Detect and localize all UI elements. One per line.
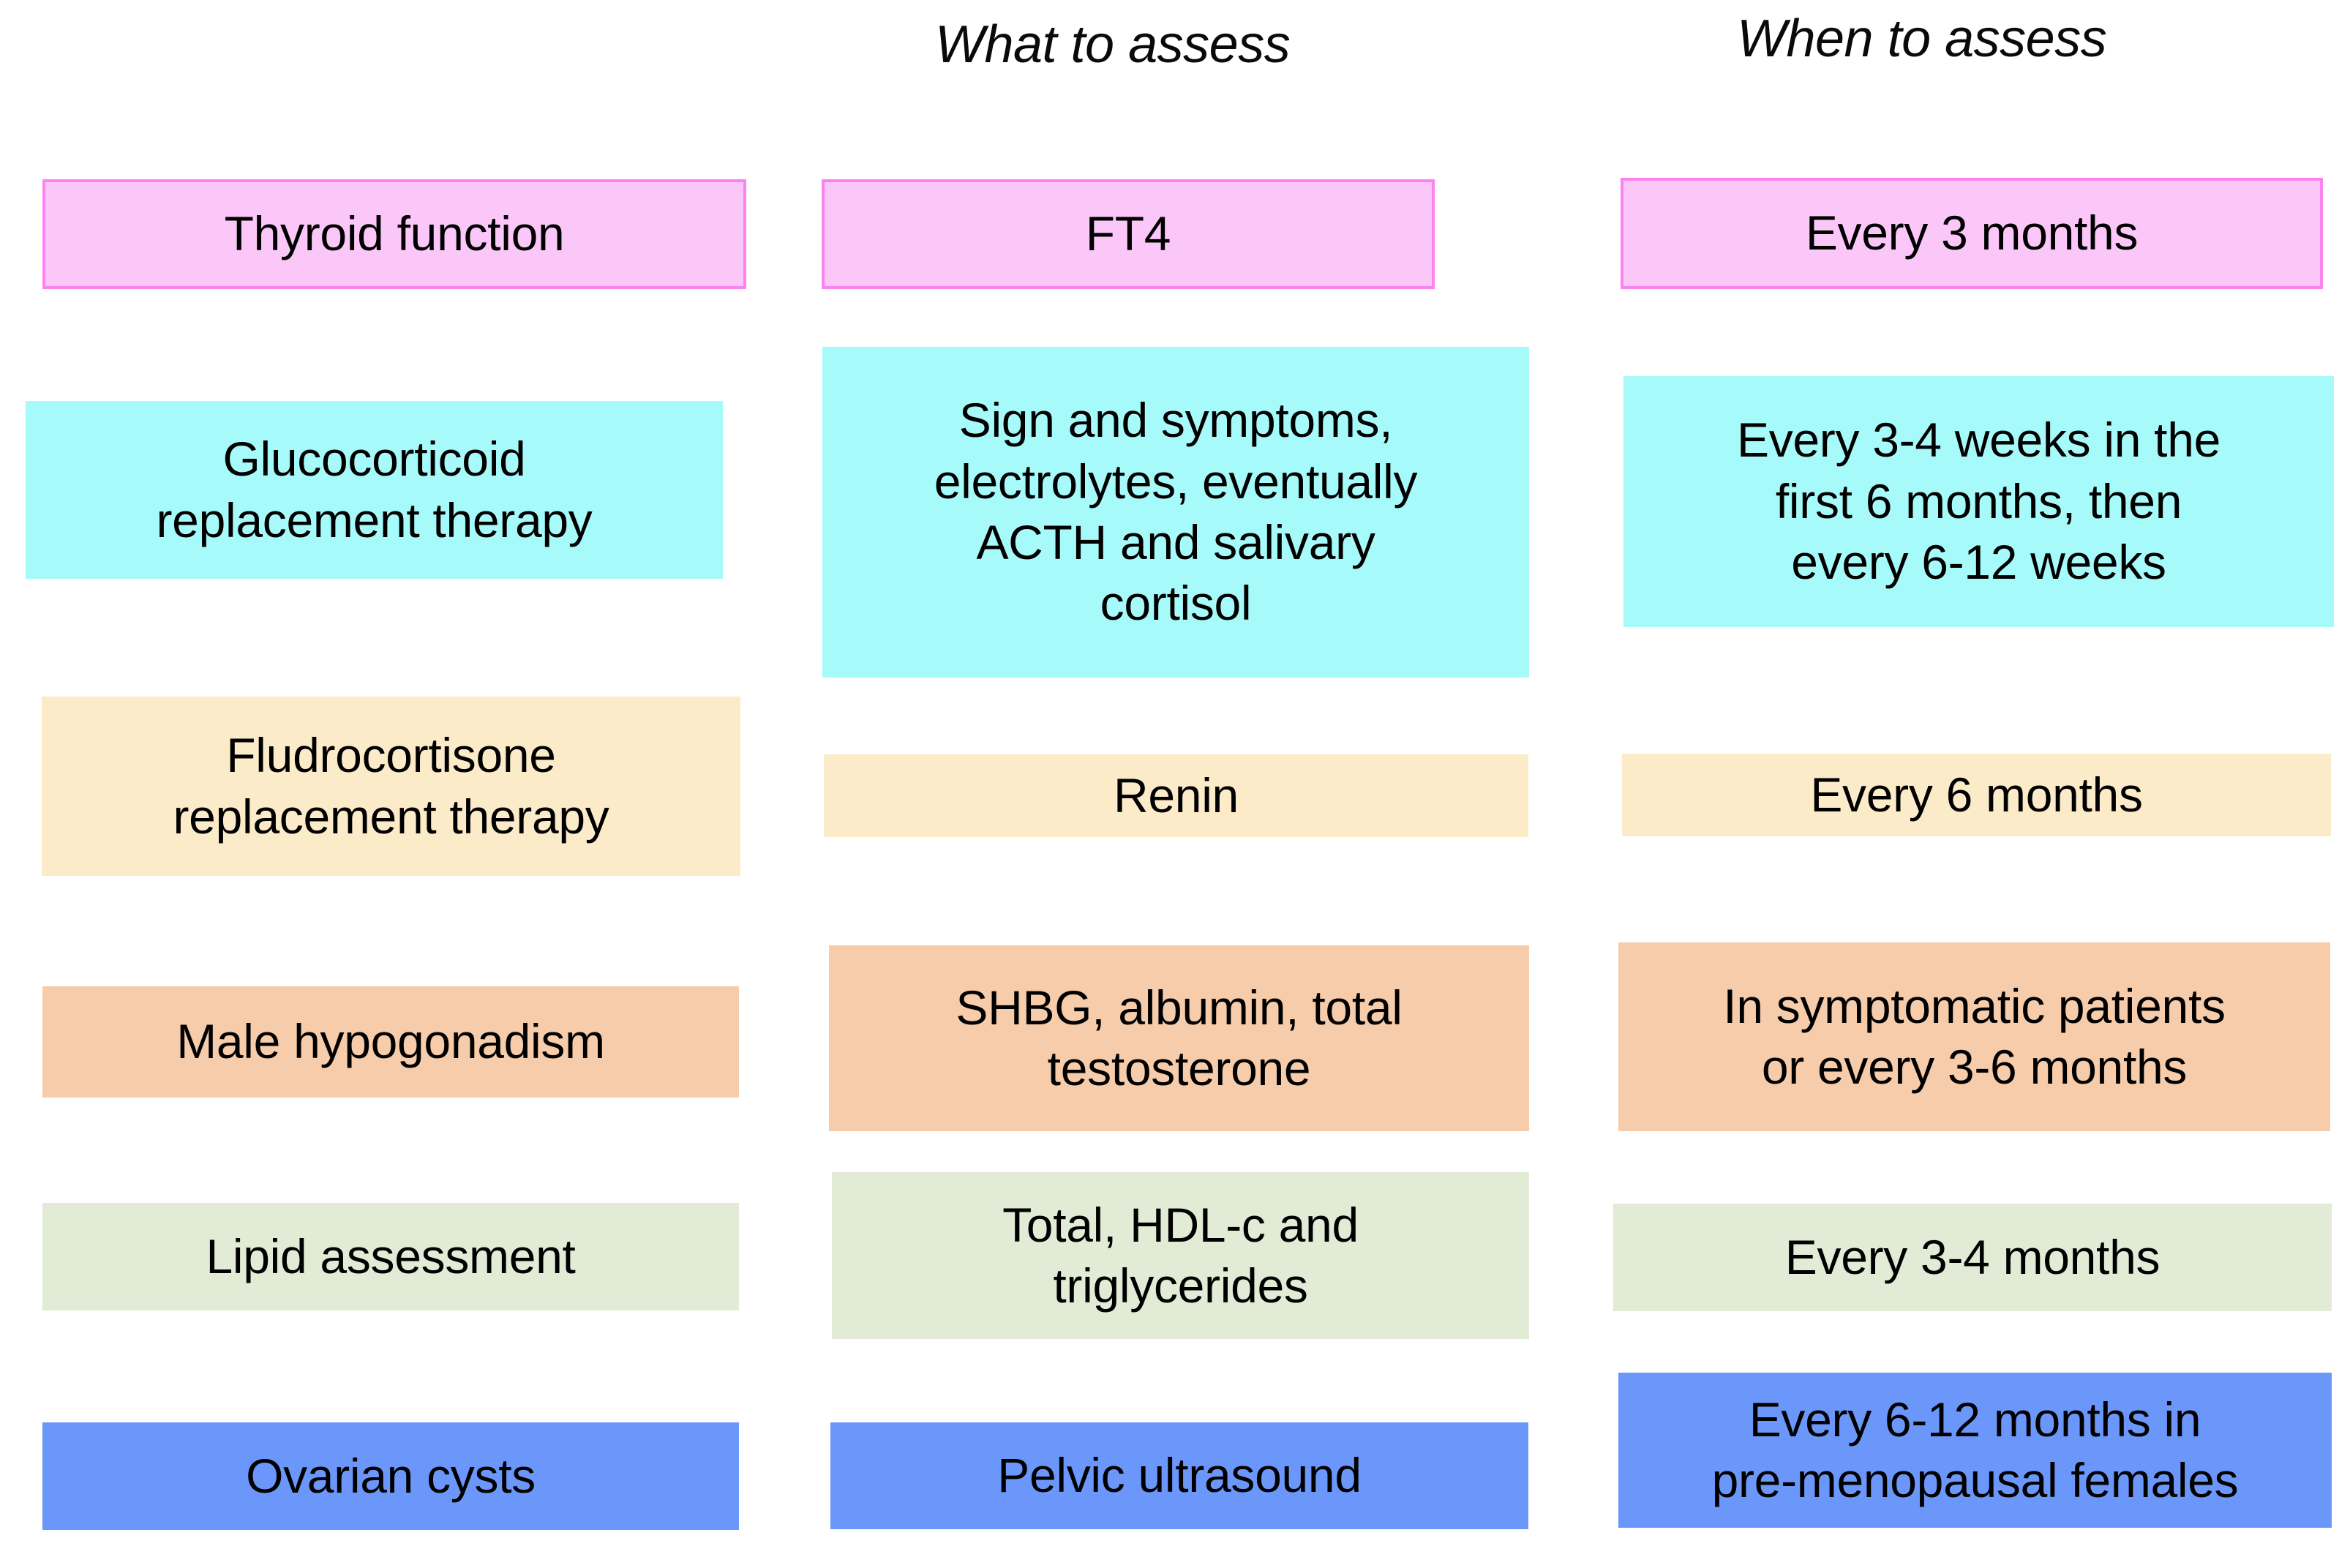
what-cell-glucocorticoid: Sign and symptoms,electrolytes, eventual… bbox=[822, 347, 1529, 678]
cell-text: Every 6 months bbox=[1810, 767, 2143, 822]
cell-text: Sign and symptoms,electrolytes, eventual… bbox=[934, 393, 1418, 631]
cell-text: Lipid assessment bbox=[206, 1228, 576, 1283]
column-header-what-to-assess: What to assess bbox=[935, 15, 1291, 74]
what-cell-ovarian-cysts: Pelvic ultrasound bbox=[830, 1422, 1528, 1529]
cell-text: Thyroid function bbox=[224, 206, 565, 261]
cell-text: Renin bbox=[1114, 768, 1239, 822]
cell-text: Male hypogonadism bbox=[176, 1014, 605, 1069]
when-cell-fludrocortisone: Every 6 months bbox=[1622, 754, 2331, 836]
topic-cell-male-hypogonadism: Male hypogonadism bbox=[42, 986, 739, 1098]
cell-text: Pelvic ultrasound bbox=[997, 1448, 1362, 1503]
what-cell-fludrocortisone: Renin bbox=[824, 754, 1528, 837]
when-cell-thyroid-function: Every 3 months bbox=[1621, 178, 2323, 289]
what-cell-thyroid-function: FT4 bbox=[822, 179, 1435, 289]
column-header-when-to-assess: When to assess bbox=[1737, 10, 2107, 68]
cell-text: Ovarian cysts bbox=[246, 1448, 536, 1503]
cell-text: Every 3-4 months bbox=[1784, 1229, 2161, 1284]
when-cell-lipid-assessment: Every 3-4 months bbox=[1613, 1204, 2332, 1311]
cell-text: FT4 bbox=[1085, 206, 1171, 261]
topic-cell-lipid-assessment: Lipid assessment bbox=[42, 1203, 739, 1310]
topic-cell-ovarian-cysts: Ovarian cysts bbox=[42, 1422, 739, 1530]
cell-text: Every 3 months bbox=[1805, 206, 2139, 260]
topic-cell-thyroid-function: Thyroid function bbox=[42, 179, 746, 289]
